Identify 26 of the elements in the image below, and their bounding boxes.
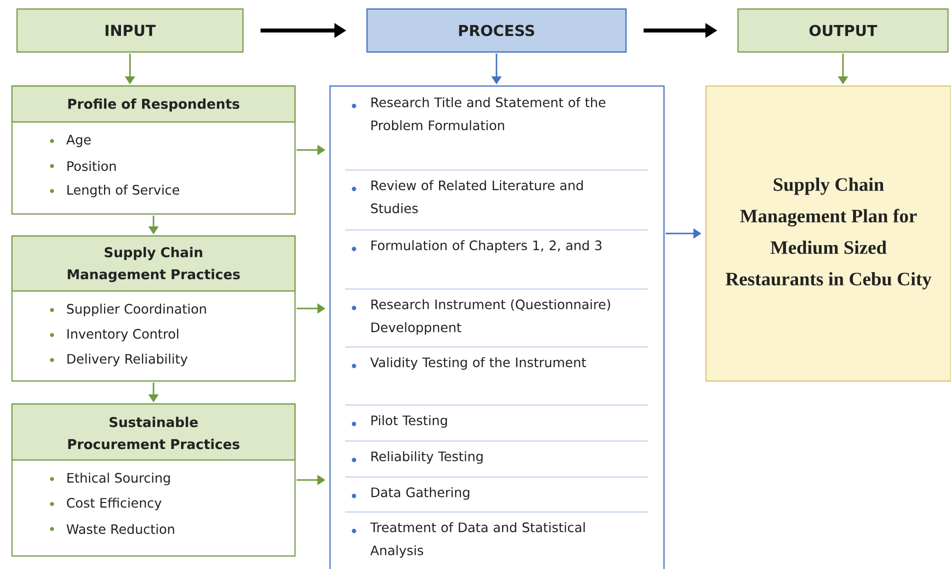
bullet-item: Position: [50, 160, 116, 172]
header-box: INPUT: [16, 8, 244, 53]
process-step: Data Gathering: [352, 487, 470, 500]
category-box: Supply Chain Management Practices Supplier Coordination Inventory Control Delivery Reliability: [11, 235, 296, 382]
bullet-item: Length of Service: [50, 184, 180, 198]
header-box: PROCESS: [366, 8, 627, 53]
output-box: Supply Chain Management Plan for Medium Sized Restaurants in Cebu City: [705, 85, 951, 382]
header-box: OUTPUT: [737, 8, 949, 53]
process-step: Research Title and Statement of the Problem Formulation: [352, 97, 606, 130]
bullet-item: Ethical Sourcing: [50, 472, 170, 486]
bullet-item: Inventory Control: [50, 328, 178, 342]
category-box: Profile of Respondents Age Position Length of Service: [11, 85, 296, 215]
bullet-item: Delivery Reliability: [50, 354, 188, 366]
bullet-item: Supplier Coordination: [50, 304, 206, 316]
process-step: Formulation of Chapters 1, 2, and 3: [352, 240, 602, 253]
process-step: Reliability Testing: [352, 451, 483, 464]
process-list-box: [329, 85, 665, 569]
process-step: Research Instrument (Questionnaire) Developpnent: [352, 299, 610, 335]
bullet-item: Cost Efficiency: [50, 498, 162, 510]
process-step: Validity Testing of the Instrument: [352, 357, 586, 370]
process-step: Review of Related Literature and Studies: [352, 180, 583, 214]
process-step: Treatment of Data and Statistical Analysis: [352, 522, 585, 558]
bullet-item: Age: [50, 134, 91, 148]
category-box: Sustainable Procurement Practices Ethical Sourcing Cost Efficiency Waste Reduction: [11, 403, 296, 557]
process-step: Pilot Testing: [352, 415, 447, 428]
bullet-item: Waste Reduction: [50, 524, 174, 534]
